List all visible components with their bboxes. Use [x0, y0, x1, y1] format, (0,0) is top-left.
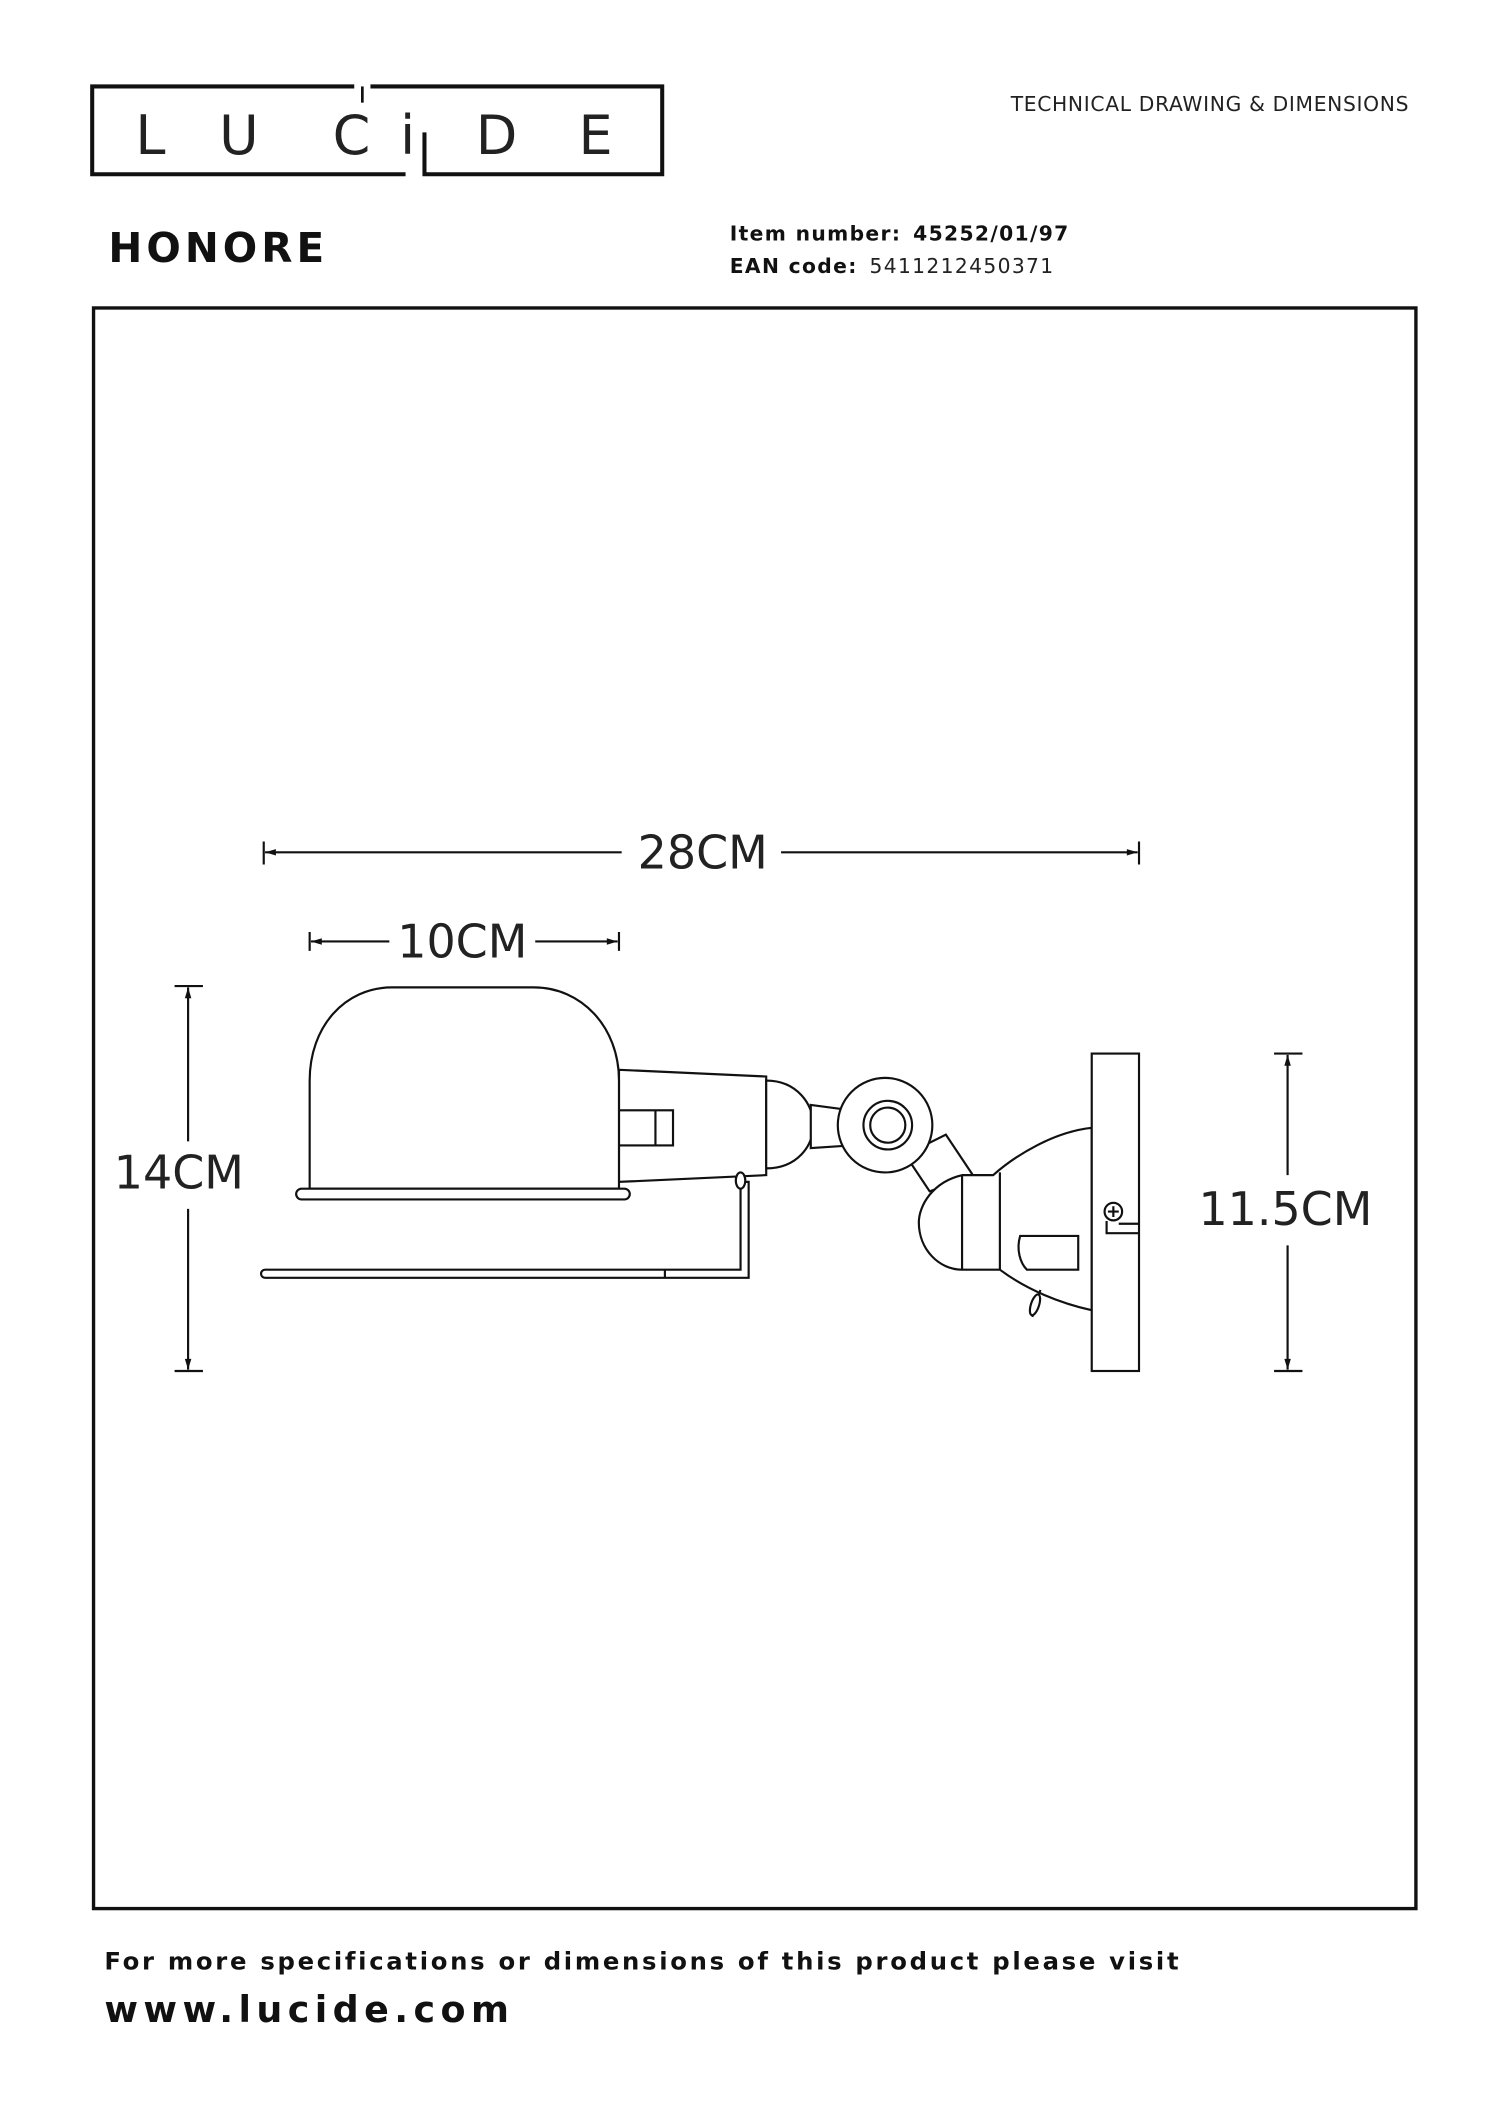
- dimension-label: 14CM: [114, 1146, 244, 1200]
- document-title: TECHNICAL DRAWING & DIMENSIONS: [1010, 92, 1409, 116]
- footer-url-link[interactable]: www.lucide.com: [104, 1988, 514, 2031]
- drawing-frame: [91, 306, 1418, 1911]
- logo-letter: E: [578, 104, 612, 167]
- ean-label: EAN code:: [730, 254, 858, 278]
- ean-value: 5411212450371: [869, 254, 1054, 278]
- dimension-label: 11.5CM: [1198, 1182, 1372, 1236]
- dimension-plate-height: 11.5CM: [1198, 1052, 1372, 1373]
- dimension-label: 10CM: [397, 915, 527, 969]
- footer-note: For more specifications or dimensions of…: [104, 1946, 1181, 1975]
- item-number: Item number: 45252/01/97: [730, 221, 1070, 245]
- lamp-drawing: [259, 986, 1141, 1373]
- lucide-logo: L U C i D E: [90, 84, 665, 177]
- dimension-total-width: 28CM: [262, 826, 1141, 880]
- product-name: HONORE: [108, 224, 328, 272]
- dimension-shade-width: 10CM: [308, 915, 621, 969]
- logo-letter: U: [219, 104, 259, 167]
- dimension-label: 28CM: [638, 826, 768, 880]
- item-number-value: 45252/01/97: [913, 221, 1069, 245]
- logo-letter: i: [400, 104, 415, 167]
- dimension-total-height: 14CM: [114, 984, 244, 1373]
- item-number-label: Item number:: [730, 221, 902, 245]
- logo-letter: L: [135, 104, 165, 167]
- logo-letter: C: [333, 104, 371, 167]
- logo-letter: D: [476, 104, 518, 167]
- ean-code: EAN code: 5411212450371: [730, 254, 1055, 278]
